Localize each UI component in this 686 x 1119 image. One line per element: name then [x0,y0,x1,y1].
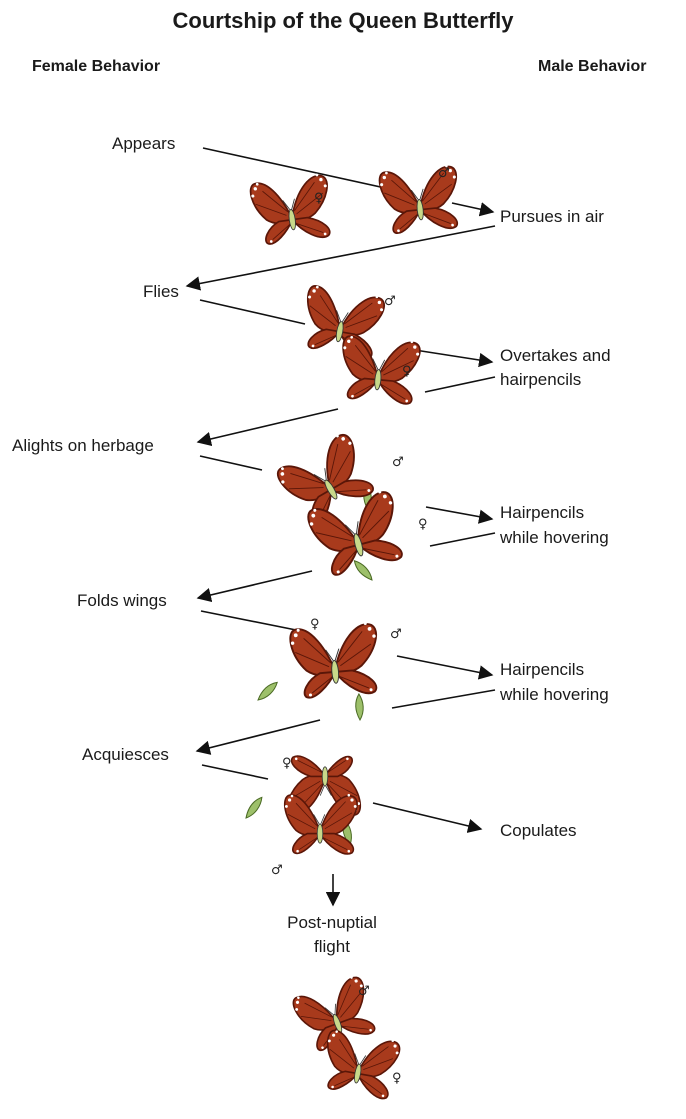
female-symbol: ♀ [282,756,292,771]
male-symbol: ♂ [384,294,396,309]
female-symbol: ♀ [392,1071,402,1086]
arrow-overtakes-to-alights [198,409,338,442]
arrow-appears-to-male [203,148,385,188]
male-symbol: ♂ [438,166,450,181]
arrow-flies-to-pair [200,300,305,324]
arrow-to-hairpencils-1 [426,507,492,519]
arrow-overtakes-return-a [425,377,495,392]
arrow-pursues-to-flies [187,226,495,286]
butterfly-male-stage5 [285,794,357,854]
arrow-hairpencils-2-return-a [392,690,495,708]
female-symbol: ♀ [310,617,320,632]
arrow-to-copulates [373,803,481,829]
male-symbol: ♂ [358,984,370,999]
male-symbol: ♂ [271,863,283,878]
butterfly-female-stage6 [319,1028,401,1100]
female-symbol: ♀ [402,364,412,379]
female-symbol: ♀ [314,191,324,206]
butterfly-female-stage1 [249,172,334,246]
arrow-hairpencils-1-return-a [430,533,495,546]
male-symbol: ♂ [392,455,404,470]
arrow-to-pursues [452,203,493,212]
arrow-hairpencils-2-to-acquiesces [197,720,320,751]
arrow-alights-to-pair [200,456,262,470]
arrow-hairpencils-1-to-folds [198,571,312,598]
male-symbol: ♂ [390,627,402,642]
arrow-to-hairpencils-2 [397,656,492,675]
female-symbol: ♀ [418,517,428,532]
arrow-acquiesces-to-pair [202,765,268,779]
butterfly-pair-stage4 [289,621,381,699]
arrow-folds-to-pair [201,611,306,632]
